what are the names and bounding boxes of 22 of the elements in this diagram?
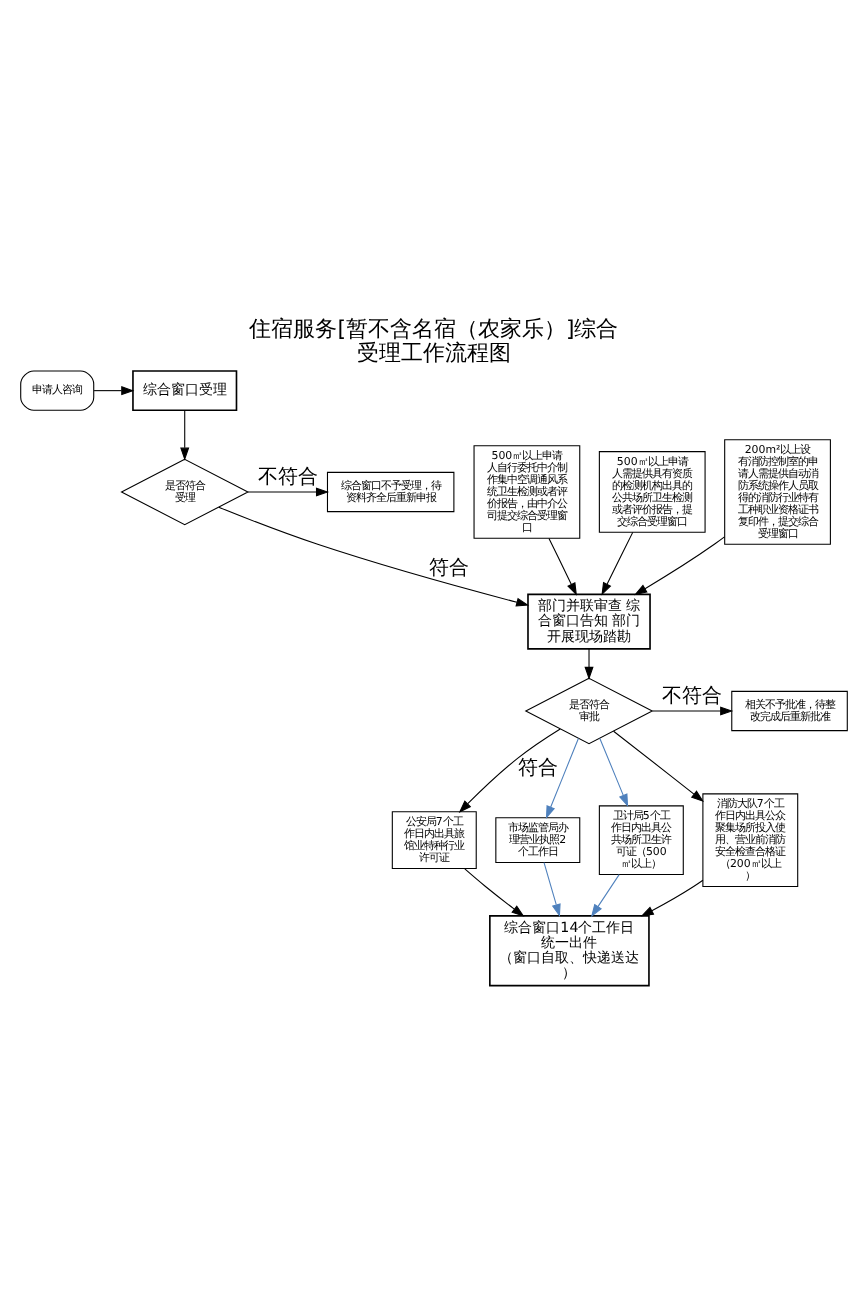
arrow — [548, 537, 577, 596]
diagram-title: 住宿服务[暂不含名宿（农家乐）]综合受理工作流程图 — [249, 316, 619, 367]
arrow — [458, 728, 561, 813]
arrow — [584, 648, 594, 680]
edge-label: 不符合 — [257, 466, 318, 489]
edge-label: 不符合 — [662, 685, 722, 708]
arrow — [464, 868, 525, 917]
edge-label: 符合 — [428, 558, 469, 581]
arrow — [634, 536, 726, 596]
arrow — [545, 737, 579, 819]
arrow — [651, 706, 734, 716]
arrow — [543, 862, 561, 918]
arrow — [640, 879, 704, 917]
arrow — [218, 506, 530, 607]
arrow — [590, 874, 620, 918]
arrow — [601, 531, 634, 596]
arrow — [180, 409, 190, 461]
arrow — [613, 730, 704, 803]
arrow — [599, 737, 629, 808]
edge-label: 符合 — [518, 757, 559, 780]
arrow — [247, 487, 330, 497]
arrow — [93, 386, 135, 396]
